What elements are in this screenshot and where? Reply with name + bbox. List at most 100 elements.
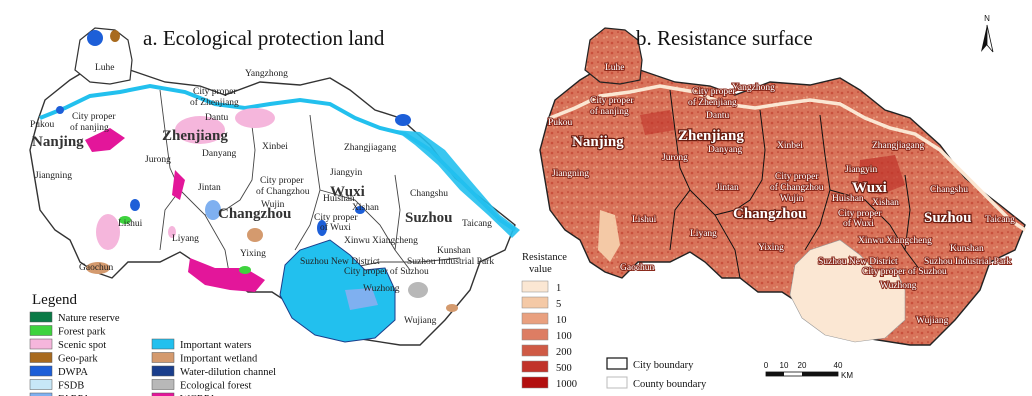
legend-a-swatch-9 — [151, 365, 175, 377]
place-label-lishui: Lishui — [118, 219, 143, 229]
scale-tick-3: 40 — [834, 361, 843, 370]
place-label-luhe-b: Luhe — [605, 63, 625, 73]
panel-a-map: a. Ecological protection land Nanjing Zh… — [29, 26, 520, 396]
legend-a-swatch-5 — [29, 379, 53, 390]
legend-a-label-8: Important wetland — [180, 354, 258, 365]
place-label-dantu: Dantu — [205, 113, 228, 123]
legend-a-swatch-7 — [151, 338, 175, 350]
legend-a-label-3: Geo-park — [58, 354, 98, 365]
north-label: N — [984, 14, 990, 23]
city-label-suzhou: Suzhou — [405, 210, 453, 226]
place-label-xinwu: Xinwu — [344, 236, 370, 246]
place-label-xinwu-b: Xinwu — [858, 236, 884, 246]
resistance-lake — [789, 239, 906, 343]
legend-a-label-9: Water-dilution channel — [180, 367, 276, 378]
place-label-lishui-b: Lishui — [632, 215, 657, 225]
place-label-jiangyin: Jiangyin — [330, 168, 362, 178]
boundary-legend: City boundary County boundary — [606, 357, 707, 390]
place-label-xishan-b: Xishan — [872, 198, 899, 208]
place-label-suzhou-nd-b: Suzhou New District — [818, 257, 898, 267]
city-label-changzhou-b: Changzhou — [733, 206, 806, 222]
place-label-cp-suzhou: City proper of Suzhou — [344, 266, 429, 277]
panel-b-title: b. Resistance surface — [636, 26, 813, 50]
place-label-jiangyin-b: Jiangyin — [845, 165, 877, 175]
place-label-yixing: Yixing — [240, 249, 266, 259]
resistance-legend-title-1: Resistance — [522, 252, 567, 263]
place-label-jiangning-b: Jiangning — [552, 169, 589, 179]
place-label-dantu-b: Dantu — [706, 111, 729, 121]
resistance-high-cluster — [858, 155, 905, 195]
city-boundary-swatch — [606, 357, 628, 370]
place-label-zhangjiagang: Zhangjiagang — [344, 143, 396, 153]
legend-a-swatch-8 — [151, 352, 175, 363]
legend-a-swatch-0 — [29, 311, 53, 323]
place-label-jintan: Jintan — [198, 183, 221, 193]
resistance-legend-swatch-1 — [521, 296, 549, 309]
place-label-yixing-b: Yixing — [758, 243, 784, 253]
resistance-legend-label-3: 100 — [556, 331, 572, 342]
place-label-taicang-b: Taicang — [985, 215, 1015, 225]
legend-a-swatch-11 — [151, 392, 175, 396]
city-label-zhenjiang: Zhenjiang — [162, 128, 228, 144]
city-label-nanjing: Nanjing — [32, 134, 84, 150]
legend-a-swatch-2 — [29, 338, 53, 350]
place-label-suzhou-ip-b: Suzhou Industrial Park — [924, 257, 1011, 267]
resistance-legend-label-5: 500 — [556, 363, 572, 374]
place-label-cp-suzhou-b: City proper of Suzhou — [862, 266, 947, 277]
resistance-west-low — [598, 210, 620, 262]
scale-tick-2: 20 — [798, 361, 807, 370]
place-label-cp-zhenjiang-1: City proper — [193, 87, 237, 97]
protection-patches — [56, 30, 458, 312]
resistance-legend-swatch-2 — [521, 312, 549, 325]
county-boundary-swatch — [606, 376, 628, 389]
scale-bar: 0 10 20 40 KM — [764, 361, 854, 380]
place-label-cp-changzhou-1-b: City proper — [775, 172, 819, 182]
city-label-zhenjiang-b: Zhenjiang — [678, 128, 744, 144]
legend-a-label-5: FSDB — [58, 381, 84, 392]
place-label-suzhou-ip: Suzhou Industrial Park — [407, 257, 494, 267]
place-label-cp-nanjing-1: City proper — [72, 112, 116, 122]
legend-a-label-6: FARPA — [58, 394, 91, 396]
place-label-cp-nanjing-2: of nanjing — [70, 122, 109, 133]
region-outline-a — [29, 64, 516, 346]
resistance-legend-label-2: 10 — [556, 315, 567, 326]
place-label-wujiang: Wujiang — [404, 316, 437, 326]
city-label-nanjing-b: Nanjing — [572, 134, 624, 150]
place-label-wujin-b: Wujin — [780, 194, 804, 204]
resistance-luhe — [584, 27, 643, 85]
place-label-huishan-b: Huishan — [832, 194, 864, 204]
place-label-xiangcheng-b: Xiangcheng — [886, 236, 932, 246]
city-boundaries-b — [669, 89, 921, 279]
place-label-xinbei-b: Xinbei — [777, 141, 803, 151]
place-label-cp-zhenjiang-1-b: City proper — [692, 87, 736, 97]
legend-a-swatch-6 — [29, 392, 53, 396]
resistance-legend-label-1: 5 — [556, 299, 561, 310]
place-label-yangzhong-b: Yangzhong — [732, 83, 775, 93]
place-label-jintan-b: Jintan — [716, 183, 739, 193]
scale-tick-1: 10 — [780, 361, 789, 370]
place-label-cp-zhenjiang-2: of Zhenjiang — [190, 97, 239, 108]
resistance-legend-title-2: value — [529, 264, 552, 275]
resistance-surface — [539, 64, 1026, 346]
place-label-cp-changzhou-2-b: of Changzhou — [770, 182, 824, 193]
place-label-wuzhong: Wuzhong — [363, 284, 400, 294]
place-label-cp-changzhou-1: City proper — [260, 176, 304, 186]
legend-a-label-7: Important waters — [180, 340, 251, 351]
place-label-cp-wuxi-2: of Wuxi — [320, 222, 351, 233]
place-label-cp-zhenjiang-2-b: of Zhenjiang — [688, 97, 737, 108]
scale-unit: KM — [841, 371, 853, 380]
lake-island — [345, 288, 378, 310]
resistance-high-cluster-2 — [640, 110, 675, 135]
city-label-suzhou-b: Suzhou — [924, 210, 972, 226]
place-label-cp-wuxi-1-b: City proper — [838, 209, 882, 219]
place-label-liyang-b: Liyang — [690, 229, 717, 239]
legend-a-swatch-4 — [29, 365, 53, 377]
place-label-wuzhong-b: Wuzhong — [880, 281, 917, 291]
panel-b-map: b. Resistance surface Nanjing Zhenjiang … — [521, 14, 1026, 390]
legend-a-label-10: Ecological forest — [180, 381, 252, 392]
place-label-huishan: Huishan — [323, 194, 355, 204]
place-label-cp-nanjing-2-b: of nanjing — [590, 106, 629, 117]
